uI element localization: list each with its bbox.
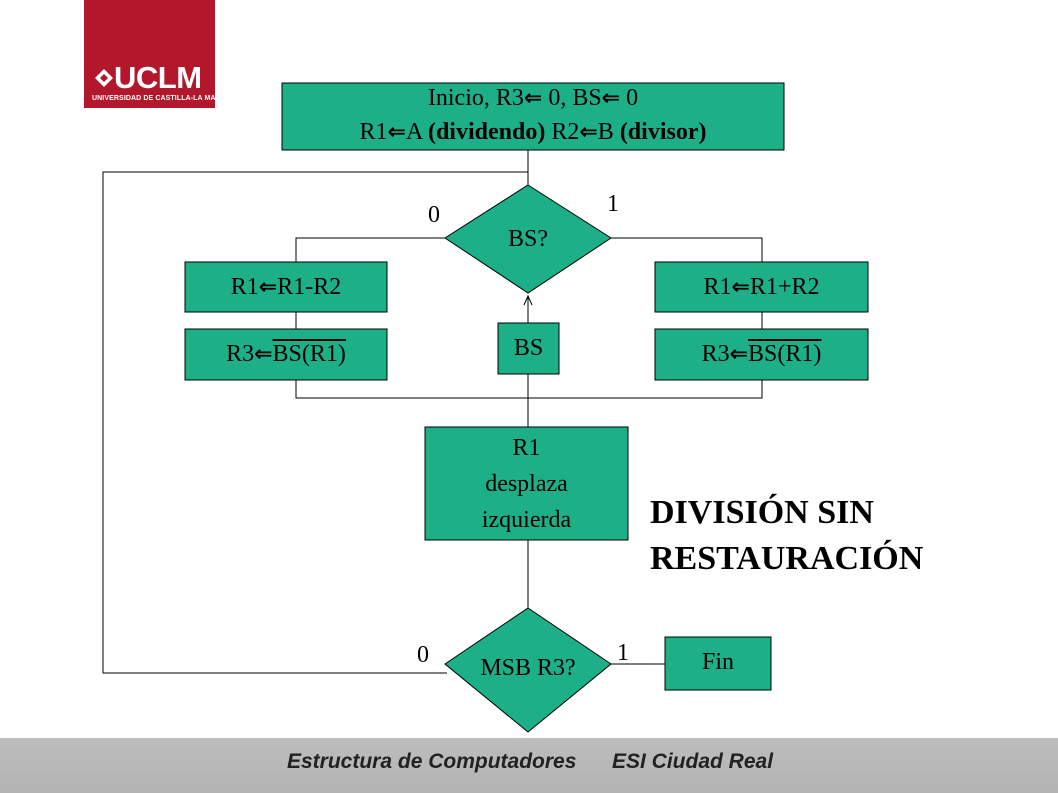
bs-zero-branch-line: [295, 237, 445, 262]
decision-bs-label: BS?: [507, 226, 548, 252]
right-op-post: R1+R2: [749, 274, 820, 300]
right-assign-label: R3⇐BS(R1): [655, 342, 868, 366]
start-text-d: R1: [359, 119, 388, 145]
shift-label-3: izquierda: [481, 507, 572, 533]
slide-title: DIVISIÓN SIN RESTAURACIÓN: [650, 490, 923, 582]
decision-bs-diamond: [444, 184, 612, 294]
assign-arrow-icon: ⇐: [729, 342, 749, 367]
right-assign-box: [654, 328, 869, 381]
left-assign-pre: R3: [226, 341, 255, 367]
decision-bs-zero-label: 0: [428, 202, 440, 228]
shift-label-1: R1: [512, 435, 541, 461]
uclm-logo: UCLM UNIVERSIDAD DE CASTILLA-LA MANCHA: [84, 0, 237, 108]
left-op-label: R1⇐R1-R2: [185, 275, 387, 299]
left-assign-label: R3⇐BS(R1): [185, 342, 387, 366]
start-line-2: R1⇐A (dividendo) R2⇐B (divisor): [282, 120, 784, 144]
right-op-box: [654, 261, 869, 313]
start-box: [281, 82, 785, 151]
shift-box: [424, 426, 629, 541]
assign-arrow-icon: ⇐: [254, 342, 273, 367]
footer-bar: Estructura de Computadores ESI Ciudad Re…: [0, 738, 1058, 793]
end-label: Fin: [701, 649, 734, 675]
right-op-label: R1⇐R1+R2: [655, 275, 868, 299]
assign-arrow-icon: ⇐: [731, 275, 750, 300]
left-op-pre: R1: [230, 274, 259, 300]
divisor-label: (divisor): [619, 119, 707, 145]
start-text-e: A: [405, 119, 428, 145]
dividend-label: (dividendo): [427, 119, 546, 145]
assign-arrow-icon: ⇐: [579, 120, 598, 145]
end-box: [664, 636, 772, 691]
slide-title-line-1: DIVISIÓN SIN: [650, 494, 874, 531]
start-text-a: Inicio, R3: [427, 85, 524, 111]
footer-school: ESI Ciudad Real: [612, 750, 774, 773]
left-op-box: [184, 261, 388, 313]
left-assign-post: BS(R1): [272, 341, 346, 367]
start-text-c: 0: [620, 85, 639, 111]
loop-back-line: [102, 171, 528, 674]
assign-arrow-icon: ⇐: [601, 86, 621, 111]
start-text-f: R2: [545, 119, 580, 145]
assign-arrow-icon: ⇐: [387, 120, 406, 145]
logo-emblem-icon: [95, 69, 113, 87]
decision-msb-one-label: 1: [617, 640, 629, 666]
bs-one-branch-line: [611, 237, 763, 262]
flowchart-canvas: [102, 82, 869, 733]
bs-arrowhead: [523, 294, 533, 306]
assign-arrow-icon: ⇐: [258, 275, 278, 300]
left-op-post: R1-R2: [277, 274, 342, 300]
start-text-g: B: [597, 119, 620, 145]
right-assign-post: BS(R1): [748, 341, 822, 367]
assign-arrow-icon: ⇐: [523, 86, 543, 111]
right-assign-pre: R3: [701, 341, 730, 367]
flowchart-shapes: [184, 82, 869, 733]
footer-course: Estructura de Computadores: [287, 750, 577, 773]
shift-label-2: desplaza: [485, 471, 568, 497]
decision-msb-label: MSB R3?: [480, 655, 576, 681]
decision-msb-diamond: [444, 607, 612, 733]
logo-subtitle: UNIVERSIDAD DE CASTILLA-LA MANCHA: [92, 95, 237, 102]
slide-title-line-2: RESTAURACIÓN: [650, 540, 924, 577]
decision-bs-one-label: 1: [607, 191, 619, 217]
decision-msb-zero-label: 0: [417, 642, 429, 668]
bs-box-label: BS: [513, 335, 544, 361]
left-assign-box: [184, 328, 388, 381]
logo-text: UCLM: [114, 60, 202, 95]
bs-box: [497, 322, 560, 375]
merge-line: [295, 380, 763, 399]
start-text-b: 0, BS: [542, 85, 602, 111]
right-op-pre: R1: [703, 274, 732, 300]
connector-lines: [102, 150, 763, 674]
start-line-1: Inicio, R3⇐ 0, BS⇐ 0: [282, 86, 784, 110]
